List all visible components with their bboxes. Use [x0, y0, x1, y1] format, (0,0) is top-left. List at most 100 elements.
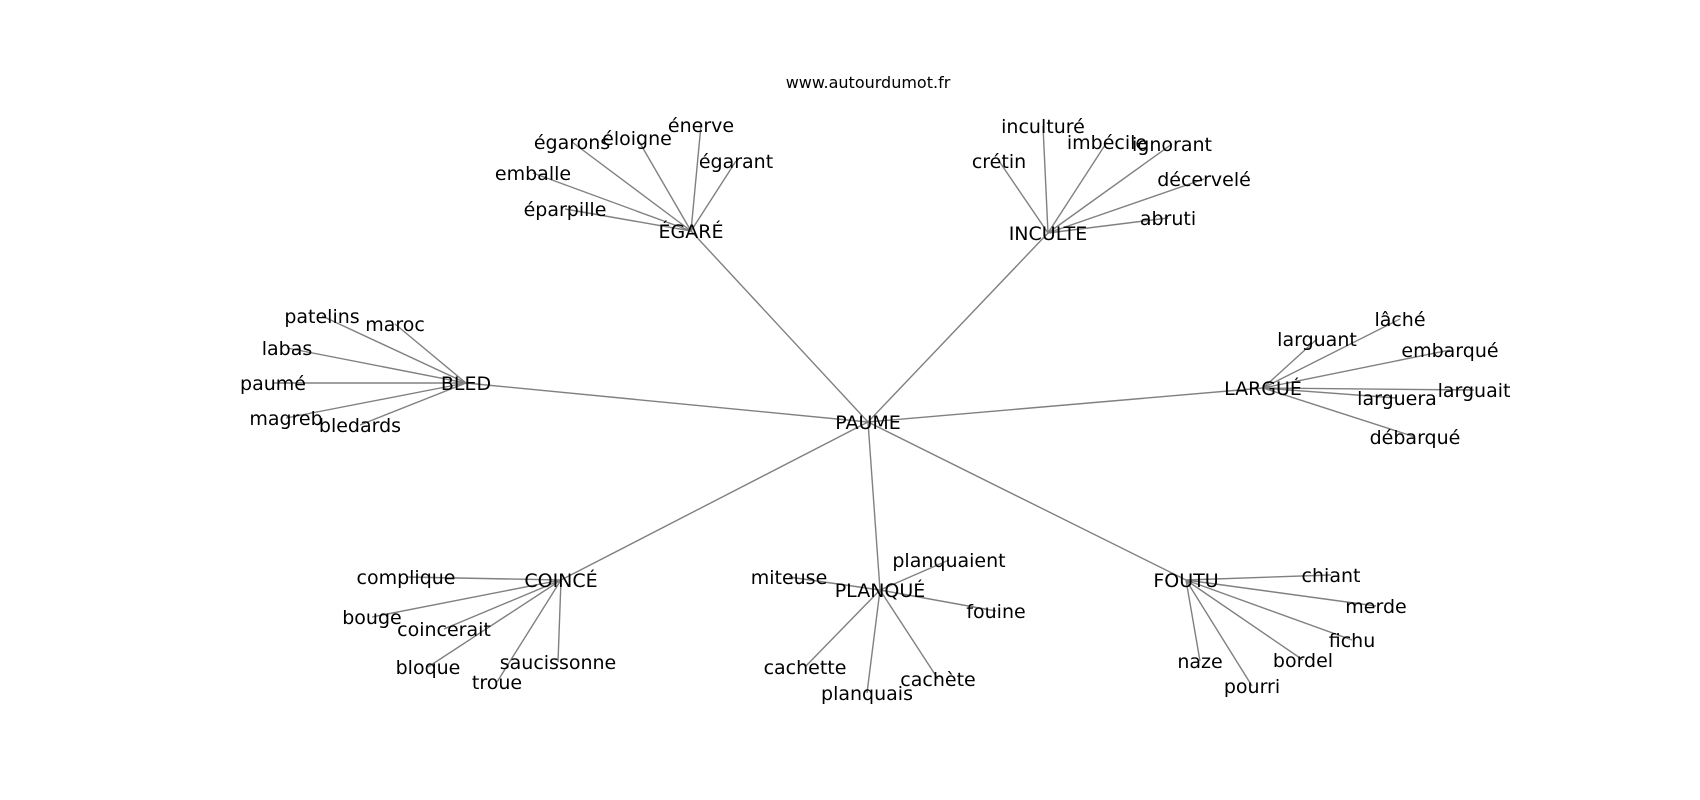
- edge-bled-leaf: [286, 347, 467, 384]
- leaf-node-inculte: décervelé: [1157, 169, 1251, 191]
- leaf-node-egare: emballe: [495, 163, 571, 185]
- edge-foutu-leaf: [1185, 579, 1377, 607]
- leaf-node-planque: cachette: [764, 657, 847, 679]
- leaf-node-planque: planquaient: [892, 550, 1005, 572]
- edge-inculte-leaf: [1047, 178, 1205, 234]
- edge-egare-leaf: [690, 124, 702, 232]
- edge-planque-leaf: [879, 559, 950, 591]
- edge-planque-leaf: [866, 589, 881, 694]
- leaf-node-egare: égarant: [699, 151, 773, 173]
- edge-paume-coince: [560, 421, 869, 581]
- edge-paume-largue: [867, 387, 1264, 423]
- edge-coince-leaf: [443, 579, 562, 630]
- leaf-node-bled: paumé: [240, 373, 306, 395]
- leaf-node-inculte: abruti: [1140, 208, 1196, 230]
- hub-node-planque: PLANQUÉ: [835, 579, 926, 602]
- leaf-node-foutu: fichu: [1329, 630, 1376, 652]
- leaf-node-coince: coincerait: [397, 619, 491, 641]
- leaf-node-foutu: bordel: [1273, 650, 1333, 672]
- graph-edges: [273, 124, 1475, 694]
- edge-largue-leaf: [1262, 387, 1475, 391]
- leaf-node-coince: saucissonne: [500, 652, 617, 674]
- edge-foutu-leaf: [1185, 579, 1304, 661]
- edge-coince-leaf: [496, 579, 562, 683]
- edge-paume-bled: [465, 382, 869, 423]
- leaf-node-largue: débarqué: [1370, 427, 1461, 449]
- edge-coince-leaf: [557, 579, 562, 663]
- leaf-node-largue: embarqué: [1401, 340, 1498, 362]
- leaf-node-bled: bledards: [319, 415, 401, 437]
- edge-largue-leaf: [1262, 387, 1398, 399]
- edge-egare-leaf: [564, 208, 692, 232]
- leaf-node-foutu: pourri: [1224, 676, 1280, 698]
- leaf-node-egare: éparpille: [524, 199, 607, 221]
- edge-planque-leaf: [788, 576, 881, 591]
- edge-coince-leaf: [371, 579, 562, 618]
- edge-largue-leaf: [1262, 318, 1401, 389]
- leaf-node-foutu: chiant: [1302, 565, 1361, 587]
- edge-inculte-leaf: [1047, 217, 1169, 234]
- leaf-node-inculte: imbécile: [1067, 132, 1147, 154]
- edge-foutu-leaf: [1185, 579, 1353, 641]
- leaf-node-egare: énerve: [668, 115, 734, 137]
- leaf-node-egare: égarons: [534, 132, 610, 154]
- edge-bled-leaf: [285, 382, 467, 419]
- edge-bled-leaf: [359, 382, 467, 426]
- edge-largue-leaf: [1262, 387, 1416, 438]
- center-word-node: PAUME: [835, 412, 901, 434]
- leaf-node-bled: magreb: [249, 408, 322, 430]
- hub-node-egare: ÉGARÉ: [659, 220, 724, 243]
- edge-foutu-leaf: [1185, 579, 1253, 687]
- hub-node-largue: LARGUÉ: [1224, 377, 1302, 400]
- edge-planque-leaf: [804, 589, 881, 668]
- leaf-node-coince: bloque: [396, 657, 461, 679]
- edge-egare-leaf: [690, 160, 737, 232]
- leaf-node-foutu: merde: [1345, 596, 1406, 618]
- edge-largue-leaf: [1262, 338, 1318, 389]
- hub-node-foutu: FOUTU: [1153, 570, 1218, 592]
- leaf-node-planque: cachète: [900, 669, 975, 691]
- leaf-node-bled: labas: [262, 338, 313, 360]
- edge-coince-leaf: [405, 576, 562, 581]
- leaf-node-largue: larguera: [1357, 388, 1437, 410]
- leaf-node-egare: éloigne: [602, 128, 672, 150]
- edge-inculte-leaf: [1047, 143, 1173, 234]
- leaf-node-inculte: inculturé: [1001, 116, 1085, 138]
- edge-egare-leaf: [636, 137, 692, 232]
- leaf-node-bled: patelins: [284, 306, 359, 328]
- leaf-node-largue: larguant: [1277, 329, 1357, 351]
- edge-planque-leaf: [879, 589, 997, 612]
- edge-paume-egare: [690, 230, 869, 423]
- leaf-node-inculte: ignorant: [1132, 134, 1212, 156]
- edge-bled-leaf: [321, 315, 467, 384]
- edge-paume-foutu: [867, 421, 1187, 581]
- hub-node-inculte: INCULTE: [1009, 223, 1088, 245]
- edge-egare-leaf: [571, 141, 692, 232]
- leaf-node-coince: bouge: [342, 607, 401, 629]
- leaf-node-planque: fouine: [966, 601, 1025, 623]
- leaf-node-bled: maroc: [365, 314, 425, 336]
- leaf-node-foutu: naze: [1177, 651, 1222, 673]
- leaf-node-planque: planquais: [821, 683, 913, 705]
- edge-largue-leaf: [1262, 349, 1451, 389]
- edge-foutu-leaf: [1185, 579, 1201, 662]
- site-url-label: www.autourdumot.fr: [786, 73, 951, 92]
- leaf-node-inculte: crétin: [972, 151, 1026, 173]
- hub-node-coince: COINCÉ: [524, 569, 597, 592]
- leaf-node-largue: lâché: [1374, 309, 1425, 331]
- edge-inculte-leaf: [1047, 141, 1108, 234]
- leaf-node-coince: complique: [357, 567, 456, 589]
- edge-bled-leaf: [394, 323, 467, 384]
- leaf-node-planque: miteuse: [751, 567, 828, 589]
- edge-foutu-leaf: [1185, 574, 1332, 581]
- edge-egare-leaf: [532, 172, 692, 232]
- edge-paume-planque: [867, 421, 881, 591]
- edge-inculte-leaf: [1042, 125, 1049, 234]
- edge-planque-leaf: [879, 589, 939, 680]
- hub-node-bled: BLED: [441, 373, 491, 395]
- edge-coince-leaf: [427, 579, 562, 668]
- edge-paume-inculte: [867, 232, 1049, 423]
- leaf-node-coince: troue: [472, 672, 522, 694]
